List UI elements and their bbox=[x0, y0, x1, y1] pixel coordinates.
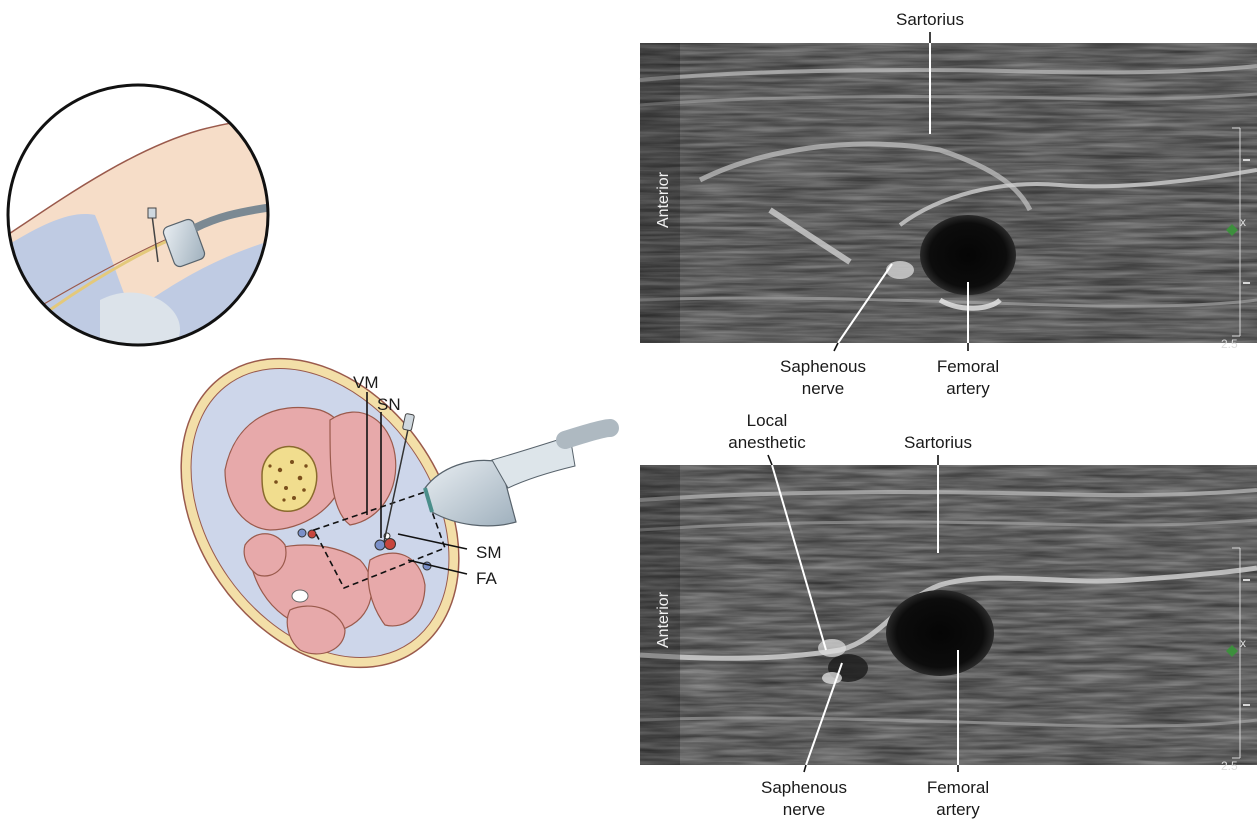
depth-readout-bottom: 2.5 bbox=[1221, 759, 1238, 773]
orientation-label-bottom: Anterior bbox=[655, 591, 672, 648]
label-fa: FA bbox=[476, 569, 497, 588]
label-vm: VM bbox=[353, 373, 379, 392]
label-sm: SM bbox=[476, 543, 502, 562]
label-femoral-top-2: artery bbox=[946, 379, 990, 398]
label-saphenous-bottom-2: nerve bbox=[783, 800, 826, 819]
label-femoral-top-1: Femoral bbox=[937, 357, 999, 376]
inset-leg-illustration bbox=[0, 80, 280, 360]
ultrasound-bottom-panel: x 2.5 Anterior bbox=[640, 465, 1257, 773]
label-sartorius-top: Sartorius bbox=[896, 10, 964, 29]
scale-marker-bottom: x bbox=[1240, 636, 1246, 650]
label-femoral-bottom-2: artery bbox=[936, 800, 980, 819]
ultrasound-top-panel: x 2.5 Anterior bbox=[640, 38, 1257, 351]
label-saphenous-bottom-1: Saphenous bbox=[761, 778, 847, 797]
label-femoral-bottom-1: Femoral bbox=[927, 778, 989, 797]
depth-readout-top: 2.5 bbox=[1221, 337, 1238, 351]
label-saphenous-top-1: Saphenous bbox=[780, 357, 866, 376]
label-saphenous-top-2: nerve bbox=[802, 379, 845, 398]
label-local-anesthetic-1: Local bbox=[747, 411, 788, 430]
scale-marker-top: x bbox=[1240, 215, 1246, 229]
label-sartorius-bottom: Sartorius bbox=[904, 433, 972, 452]
thigh-cross-section: VM SN SM FA bbox=[124, 305, 610, 720]
orientation-label-top: Anterior bbox=[655, 171, 672, 228]
label-local-anesthetic-2: anesthetic bbox=[728, 433, 806, 452]
label-sn: SN bbox=[377, 395, 401, 414]
